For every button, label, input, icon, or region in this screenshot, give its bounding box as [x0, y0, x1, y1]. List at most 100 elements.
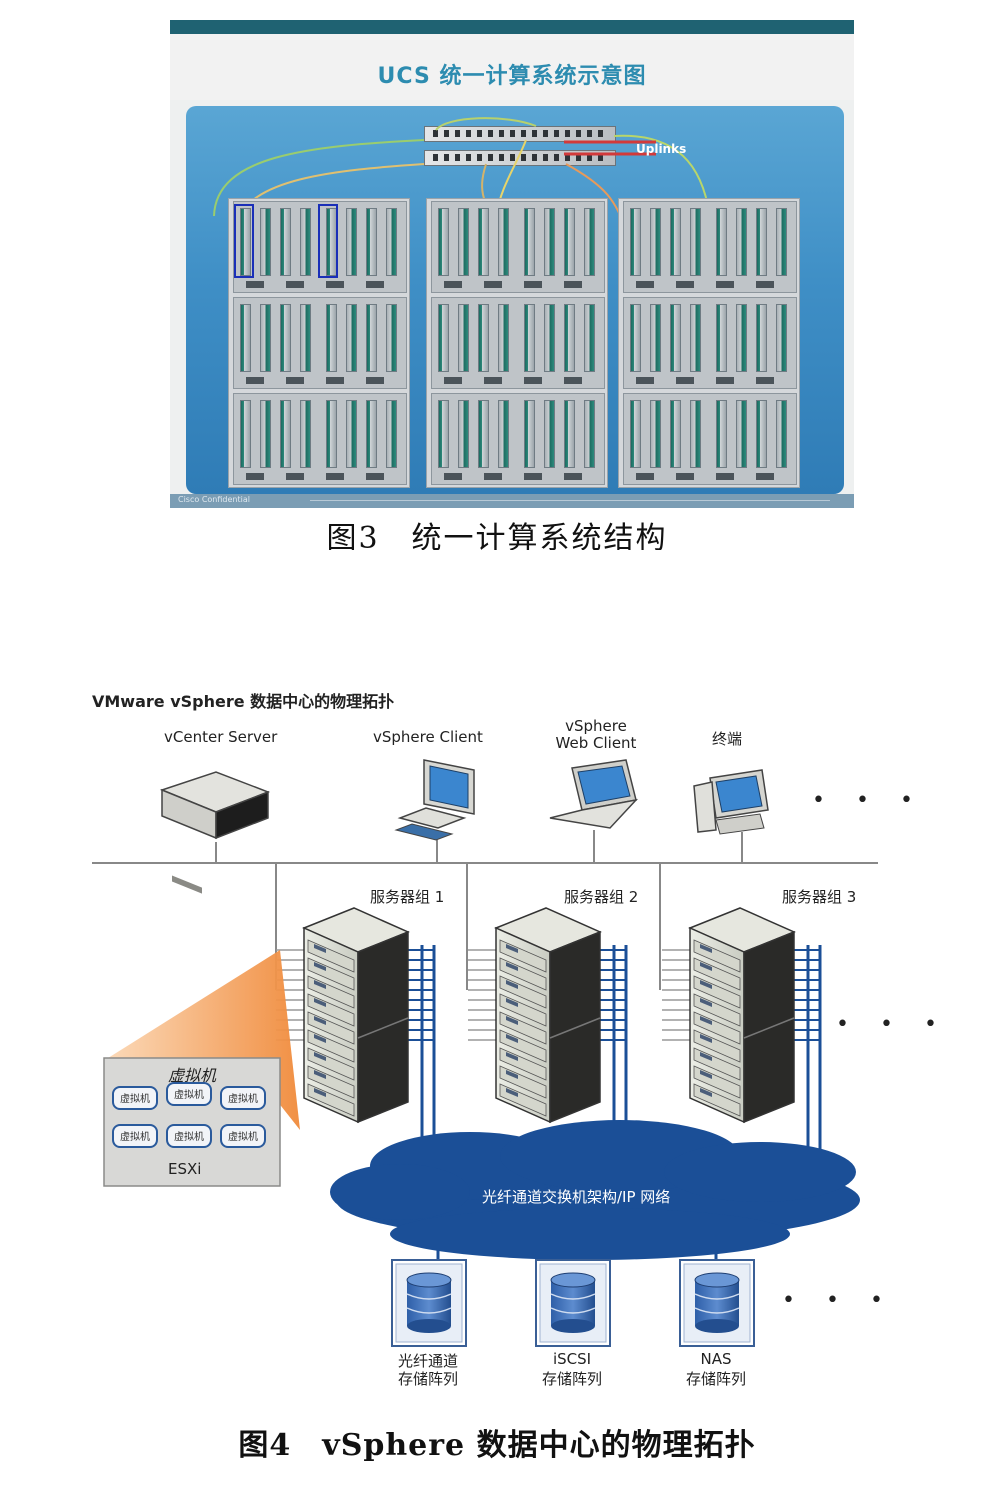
blade-server — [670, 304, 681, 372]
database-icon-top — [406, 1272, 452, 1288]
blade-server — [240, 208, 251, 276]
label-server-group-1: 服务器组 1 — [370, 888, 445, 906]
switch-port — [510, 154, 515, 161]
blade-server — [346, 400, 357, 468]
blade-server — [544, 208, 555, 276]
power-supply — [756, 377, 774, 384]
switch-port — [521, 130, 526, 137]
blade-server — [776, 208, 787, 276]
rack-unit-led — [314, 1052, 326, 1061]
blade-server — [584, 400, 595, 468]
power-supply — [286, 281, 304, 288]
power-supply — [326, 377, 344, 384]
power-supply — [366, 377, 384, 384]
server-groups — [276, 907, 822, 1160]
blade-server — [260, 304, 271, 372]
blade-chassis — [623, 297, 797, 389]
database-ring — [550, 1293, 596, 1300]
storage-fc-line1: 光纤通道 — [397, 1352, 458, 1370]
blade-server — [386, 304, 397, 372]
power-supply — [756, 281, 774, 288]
power-supply — [444, 473, 462, 480]
terminal-icon — [693, 769, 769, 835]
switch-port — [488, 130, 493, 137]
blade-server — [458, 304, 469, 372]
blade-server — [458, 400, 469, 468]
database-ring — [406, 1307, 452, 1314]
switch-port — [499, 130, 504, 137]
slide-footer: Cisco Confidential — [170, 494, 854, 508]
database-icon-top — [550, 1272, 596, 1288]
slide-title-bar — [170, 34, 854, 100]
vsphere-web-client-icon — [549, 759, 639, 829]
switch-port — [565, 130, 570, 137]
blade-server — [736, 400, 747, 468]
blade-server — [478, 208, 489, 276]
storage-array-3 — [679, 1259, 755, 1347]
switch-port — [521, 154, 526, 161]
power-supply — [444, 377, 462, 384]
database-ring — [406, 1293, 452, 1300]
database-icon-top — [694, 1272, 740, 1288]
blade-server — [716, 208, 727, 276]
blade-server — [670, 400, 681, 468]
blade-server — [240, 304, 251, 372]
blade-server — [630, 208, 641, 276]
switch-port — [433, 154, 438, 161]
storage-nas-line2: 存储阵列 — [685, 1370, 746, 1388]
database-ring — [550, 1307, 596, 1314]
blade-server — [366, 400, 377, 468]
slide-footer-rule — [310, 500, 830, 501]
power-supply — [286, 377, 304, 384]
power-supply — [484, 473, 502, 480]
blade-server — [650, 304, 661, 372]
ucs-diagram-panel: Uplinks — [186, 106, 844, 494]
vm-chip: 虚拟机 — [220, 1086, 266, 1110]
blade-server — [756, 208, 767, 276]
blade-server — [736, 208, 747, 276]
rack-unit-led — [314, 1034, 326, 1043]
power-supply — [716, 377, 734, 384]
server-rack-3 — [662, 907, 822, 1160]
power-supply — [246, 281, 264, 288]
blade-server — [280, 304, 291, 372]
blade-server — [524, 304, 535, 372]
blade-server — [300, 400, 311, 468]
database-icon — [551, 1280, 595, 1326]
database-ring — [694, 1293, 740, 1300]
blade-server — [564, 208, 575, 276]
blade-server — [524, 400, 535, 468]
blade-chassis — [623, 393, 797, 485]
switch-port — [543, 154, 548, 161]
blade-server — [650, 208, 661, 276]
power-supply — [564, 473, 582, 480]
rack-door-split — [357, 1017, 409, 1039]
rack-unit-led — [314, 980, 326, 989]
uplinks-label: Uplinks — [636, 142, 687, 156]
power-supply — [524, 377, 542, 384]
switch-port — [554, 130, 559, 137]
blade-server — [776, 400, 787, 468]
rack-unit-led — [314, 1070, 326, 1079]
power-supply — [676, 377, 694, 384]
blade-server — [280, 400, 291, 468]
storage-array-1 — [391, 1259, 467, 1347]
rack-side — [549, 930, 601, 1124]
blade-server — [346, 208, 357, 276]
blade-chassis — [623, 201, 797, 293]
clients-ellipsis: • • • — [812, 788, 925, 813]
vcenter-server-icon — [159, 771, 271, 894]
blade-server — [478, 304, 489, 372]
power-supply — [326, 473, 344, 480]
blade-server — [670, 208, 681, 276]
label-vcenter-server: vCenter Server — [164, 728, 278, 746]
blade-server — [776, 304, 787, 372]
switch-port — [444, 130, 449, 137]
rack-unit-led — [506, 980, 518, 989]
slide-title: UCS 统一计算系统示意图 — [377, 64, 647, 89]
power-supply — [564, 377, 582, 384]
blade-server — [716, 400, 727, 468]
blade-server — [300, 304, 311, 372]
blade-server — [584, 304, 595, 372]
rack-unit-led — [700, 1088, 712, 1097]
